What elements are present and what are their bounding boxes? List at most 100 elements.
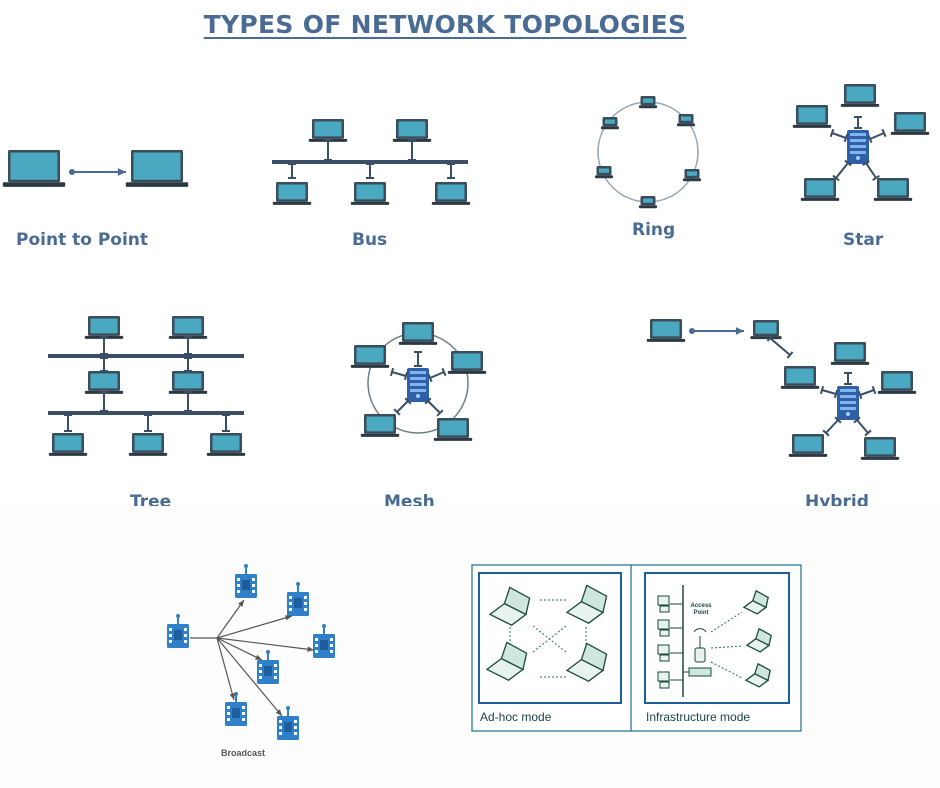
cable-connector — [766, 334, 794, 359]
laptop-icon — [350, 345, 390, 368]
wireless-link — [532, 625, 567, 653]
bus-drop-connector — [366, 163, 374, 179]
label-adhoc-mode: Ad-hoc mode — [480, 710, 552, 724]
wireless-laptop-icon — [742, 589, 769, 615]
bus-drop-connector — [408, 139, 416, 161]
bus-drop-connector — [288, 163, 296, 179]
laptop-icon — [860, 437, 900, 460]
label-star: Star — [843, 230, 884, 250]
radio-node-icon — [287, 582, 309, 616]
laptop-icon — [360, 414, 400, 437]
laptop-icon — [392, 119, 432, 142]
laptop-icon — [639, 96, 657, 109]
broadcast-arrow-head — [238, 600, 244, 607]
arrow-connector — [689, 327, 744, 335]
laptop-icon — [792, 105, 832, 128]
infrastructure-panel — [644, 572, 790, 704]
laptop-icon — [350, 182, 390, 205]
laptop-icon — [272, 182, 312, 205]
radio-node-icon — [313, 624, 335, 658]
cable-connector — [862, 159, 880, 182]
label-access-point: Access Point — [690, 603, 712, 616]
broadcast-arrow — [216, 637, 315, 652]
laptop-icon — [308, 119, 348, 142]
laptop-icon — [788, 434, 828, 457]
laptop-icon — [595, 166, 613, 179]
arrow-head — [117, 168, 126, 176]
laptop-icon — [125, 150, 189, 187]
laptop-icon — [677, 114, 695, 127]
laptop-icon — [873, 178, 913, 201]
wireless-laptop-icon — [488, 586, 531, 626]
adhoc-panel — [478, 572, 622, 704]
laptop-icon — [84, 371, 124, 394]
laptop-icon — [48, 433, 88, 456]
broadcast-arrow-head — [285, 615, 292, 621]
laptop-icon — [890, 112, 930, 135]
server-icon — [837, 386, 859, 420]
bus-drop-connector — [184, 391, 192, 412]
page-title: TYPES OF NETWORK TOPOLOGIES — [203, 10, 687, 39]
laptop-icon — [601, 117, 619, 130]
wireless-laptop-icon — [485, 641, 528, 681]
cable-connector — [829, 128, 849, 143]
arrow-connector — [69, 168, 126, 176]
broadcast-arrow — [216, 637, 263, 661]
cable-connector — [857, 385, 877, 400]
broadcast-arrow — [216, 615, 293, 639]
laptop-icon — [683, 169, 701, 182]
broadcast-arrow — [216, 637, 235, 701]
label-ring: Ring — [632, 220, 676, 240]
laptop-icon — [2, 150, 66, 187]
laptop-icon — [433, 418, 473, 441]
broadcast-arrow-head — [307, 646, 314, 652]
laptop-icon — [639, 196, 657, 209]
cable-connector — [854, 116, 862, 129]
bus-drop-connector — [100, 336, 108, 355]
radio-node-icon — [167, 614, 189, 648]
label-point-to-point: Point to Point — [16, 230, 149, 250]
laptop-icon — [646, 319, 686, 342]
laptop-icon — [447, 351, 487, 374]
wireless-link — [710, 661, 743, 679]
broadcast-arrow — [216, 637, 283, 717]
radio-node-icon — [257, 650, 279, 684]
cable-connector — [819, 385, 839, 399]
broadcast-arrow-head — [255, 654, 262, 660]
desktop-pc-icon — [657, 619, 683, 637]
cable-connector — [822, 416, 842, 437]
cable-connector — [389, 367, 409, 381]
wireless-laptop-icon — [745, 627, 772, 653]
server-icon — [847, 130, 869, 164]
laptop-icon — [206, 433, 246, 456]
radio-node-icon — [225, 692, 247, 726]
laptop-icon — [800, 178, 840, 201]
wireless-laptop-icon — [565, 584, 608, 624]
label-infrastructure-mode: Infrastructure mode — [646, 710, 751, 724]
bus-drop-connector — [144, 414, 152, 432]
switch-icon — [688, 667, 712, 677]
signal-waves-icon — [693, 628, 707, 633]
label-broadcast: Broadcast — [221, 748, 266, 758]
bus-drop-connector — [64, 414, 72, 432]
desktop-pc-icon — [657, 671, 683, 689]
cable-connector — [393, 397, 412, 416]
arrow-head — [735, 327, 744, 335]
laptop-icon — [780, 366, 820, 389]
laptop-icon — [398, 322, 438, 345]
wireless-link — [710, 645, 743, 649]
laptop-icon — [830, 342, 870, 365]
broadcast-arrow — [216, 599, 245, 639]
wireless-laptop-icon — [744, 662, 771, 688]
broadcast-arrow-head — [275, 709, 282, 716]
wireless-laptop-icon — [565, 642, 608, 682]
bus-drop-connector — [184, 357, 192, 372]
cable-connector — [853, 416, 872, 437]
cable-connector — [414, 351, 422, 367]
cable-connector — [867, 128, 887, 144]
laptop-icon — [431, 182, 471, 205]
laptop-icon — [750, 320, 782, 340]
bus-drop-connector — [447, 163, 455, 179]
